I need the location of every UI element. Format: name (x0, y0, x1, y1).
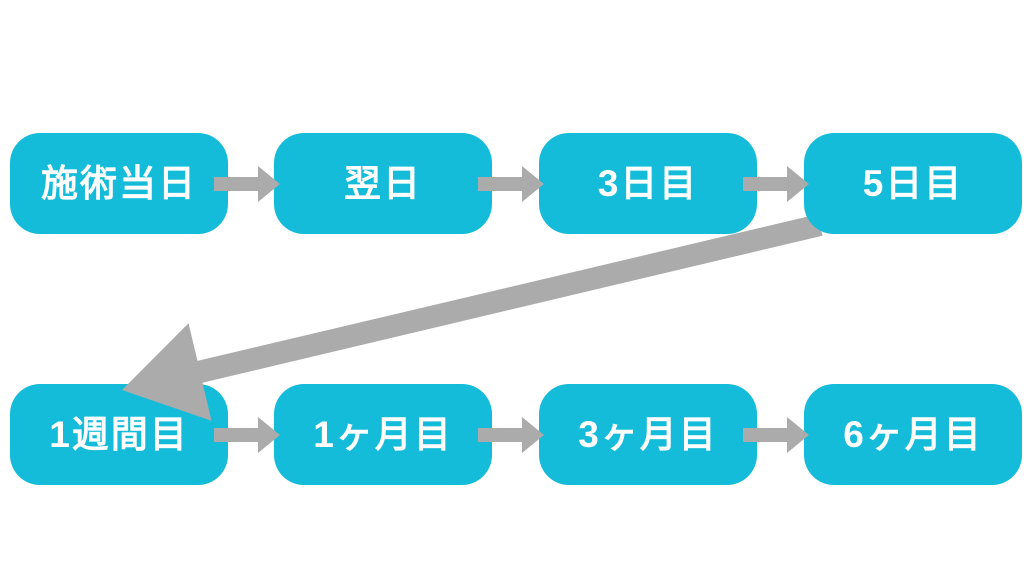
step-label: 5日目 (862, 163, 964, 204)
step-label: 6ヶ月目 (843, 414, 983, 455)
step-box-week1: 1週間目 (10, 384, 228, 485)
step-label: 施術当日 (41, 163, 197, 204)
step-label: 翌日 (344, 163, 422, 204)
step-box-month1: 1ヶ月目 (274, 384, 492, 485)
step-box-day5: 5日目 (804, 133, 1022, 234)
step-label: 1ヶ月目 (313, 414, 453, 455)
step-box-month6: 6ヶ月目 (804, 384, 1022, 485)
right-arrow-icon (478, 166, 544, 202)
step-box-next-day: 翌日 (274, 133, 492, 234)
right-arrow-icon (478, 417, 544, 453)
step-label: 1週間目 (49, 414, 189, 455)
step-box-treatment-day: 施術当日 (10, 133, 228, 234)
step-label: 3日目 (597, 163, 699, 204)
step-label: 3ヶ月目 (578, 414, 718, 455)
step-box-month3: 3ヶ月目 (539, 384, 757, 485)
right-arrow-icon (743, 417, 809, 453)
right-arrow-icon (214, 417, 280, 453)
step-box-day3: 3日目 (539, 133, 757, 234)
right-arrow-icon (214, 166, 280, 202)
right-arrow-icon (743, 166, 809, 202)
